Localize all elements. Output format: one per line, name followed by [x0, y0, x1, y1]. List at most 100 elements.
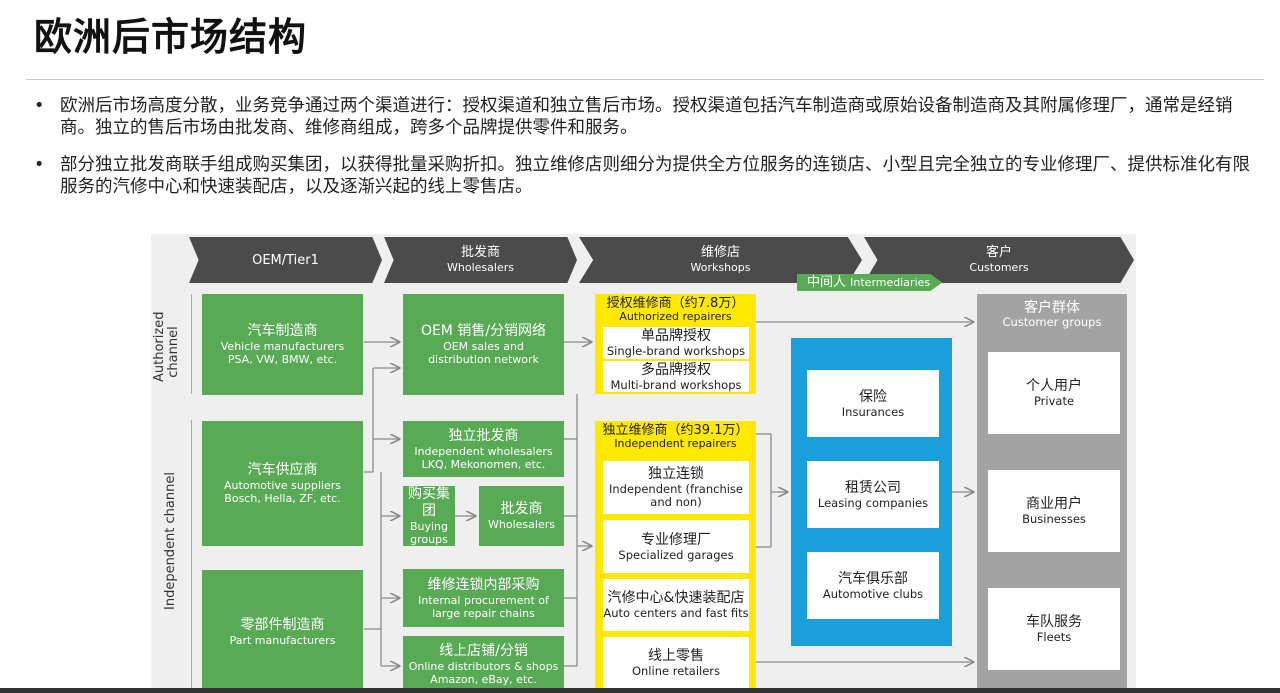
- indep-head-zh: 独立维修商（约39.1万）: [602, 423, 749, 438]
- indep-wh-zh: 独立批发商: [448, 427, 519, 444]
- indep-wh-examples: LKQ, Mekonomen, etc.: [421, 457, 546, 471]
- internal-en2: large repair chains: [432, 606, 535, 620]
- multi-brand-box: 多品牌授权 Multi-brand workshops: [603, 361, 749, 392]
- internal-zh: 维修连锁内部采购: [427, 576, 540, 593]
- online-dist-en: Online distributors & shops: [408, 660, 559, 673]
- spec-zh: 专业修理厂: [641, 531, 711, 548]
- businesses-box: 商业用户 Businesses: [988, 470, 1120, 552]
- retail-zh: 线上零售: [648, 648, 704, 664]
- wholesalers-sub-box: 批发商 Wholesalers: [479, 486, 564, 546]
- independent-chain-box: 独立连锁 Independent (franchise and non): [603, 461, 749, 514]
- header-workshops: 维修店 Workshops: [579, 237, 862, 283]
- online-dist-examples: Amazon, eBay, etc.: [430, 673, 537, 686]
- chain-en1: Independent (franchise: [608, 482, 744, 496]
- vehicle-en: Vehicle manufacturers: [220, 340, 345, 353]
- single-zh: 单品牌授权: [641, 328, 711, 344]
- bullet-1-text: 欧洲后市场高度分散，业务竞争通过两个渠道进行：授权渠道和独立售后市场。授权渠道包…: [60, 96, 1233, 138]
- automotive-suppliers-box: 汽车供应商 Automotive suppliers Bosch, Hella,…: [202, 421, 363, 546]
- multi-zh: 多品牌授权: [641, 361, 711, 378]
- page-title: 欧洲后市场结构: [34, 15, 308, 59]
- bullet-1: • 欧洲后市场高度分散，业务竞争通过两个渠道进行：授权渠道和独立售后市场。授权渠…: [34, 95, 1250, 139]
- header-oem-label: OEM/Tier1: [252, 252, 319, 268]
- intermediaries-zh: 中间人: [807, 275, 847, 290]
- wh-sub-en: Wholesalers: [488, 518, 555, 531]
- auto-clubs-box: 汽车俱乐部 Automotive clubs: [807, 552, 939, 619]
- independent-divider: [191, 420, 192, 693]
- header-oem: OEM/Tier1: [189, 237, 382, 283]
- auto-en: Auto centers and fast fits: [603, 606, 749, 620]
- vehicle-zh: 汽车制造商: [247, 323, 318, 339]
- auto-zh: 汽修中心&快速装配店: [607, 590, 745, 606]
- customer-groups-zh: 客户群体: [1024, 300, 1080, 316]
- chain-zh: 独立连锁: [648, 466, 704, 482]
- lease-en: Leasing companies: [817, 495, 929, 510]
- online-dist-zh: 线上店铺/分销: [439, 643, 528, 659]
- lease-zh: 租赁公司: [845, 479, 901, 496]
- private-box: 个人用户 Private: [988, 352, 1120, 434]
- auth-head-zh: 授权维修商（约7.8万）: [606, 296, 745, 311]
- ins-en: Insurances: [841, 404, 905, 419]
- label-independent-channel: Independent channel: [163, 466, 178, 616]
- supplier-en: Automotive suppliers: [224, 479, 341, 492]
- online-distributors-box: 线上店铺/分销 Online distributors & shops Amaz…: [403, 636, 564, 693]
- buying-zh: 购买集团: [408, 486, 450, 519]
- private-zh: 个人用户: [1026, 378, 1082, 394]
- aftermarket-diagram: OEM/Tier1 批发商 Wholesalers 维修店 Workshops …: [151, 234, 1136, 693]
- buying-groups-box: 购买集团 Buying groups: [403, 486, 455, 546]
- indep-head-en: Independent repairers: [614, 437, 737, 450]
- club-en: Automotive clubs: [822, 586, 924, 601]
- fleet-zh: 车队服务: [1026, 614, 1082, 630]
- independent-repairers-header: 独立维修商（约39.1万） Independent repairers: [595, 421, 756, 450]
- header-workshops-en: Workshops: [690, 261, 751, 274]
- auth-head-en: Authorized repairers: [619, 310, 732, 323]
- label-authorized-channel: Authorized channel: [152, 311, 181, 388]
- oem-network-en1: OEM sales and: [443, 340, 524, 353]
- indep-wh-en: Independent wholesalers: [414, 444, 553, 458]
- bullet-2-text: 部分独立批发商联手组成购买集团，以获得批量采购折扣。独立维修店则细分为提供全方位…: [60, 155, 1250, 197]
- oem-network-box: OEM 销售/分销网络 OEM sales and distribution n…: [403, 294, 564, 395]
- buying-en2: groups: [410, 533, 448, 546]
- biz-zh: 商业用户: [1026, 496, 1082, 512]
- bullet-dot: •: [34, 96, 45, 116]
- label-authorized-text: Authorized channel: [152, 311, 181, 382]
- parts-zh: 零部件制造商: [240, 616, 325, 633]
- header-customers-en: Customers: [969, 261, 1029, 274]
- vehicle-examples: PSA, VW, BMW, etc.: [227, 353, 338, 366]
- fleets-box: 车队服务 Fleets: [988, 588, 1120, 670]
- independent-wholesalers-box: 独立批发商 Independent wholesalers LKQ, Mekon…: [403, 421, 564, 477]
- vehicle-manufacturers-box: 汽车制造商 Vehicle manufacturers PSA, VW, BMW…: [202, 294, 363, 395]
- authorized-repairers-header: 授权维修商（约7.8万） Authorized repairers: [595, 294, 756, 323]
- private-en: Private: [1033, 394, 1075, 408]
- leasing-box: 租赁公司 Leasing companies: [807, 461, 939, 528]
- header-workshops-zh: 维修店: [700, 245, 740, 260]
- ins-zh: 保险: [859, 388, 887, 405]
- header-wholesalers-en: Wholesalers: [447, 261, 514, 274]
- single-en: Single-brand workshops: [606, 344, 746, 358]
- retail-en: Online retailers: [631, 664, 721, 678]
- intermediaries-en: Intermediaries: [850, 276, 931, 289]
- title-divider: [26, 79, 1264, 80]
- header-customers-zh: 客户: [985, 245, 1012, 260]
- club-zh: 汽车俱乐部: [838, 570, 908, 587]
- supplier-zh: 汽车供应商: [247, 462, 318, 478]
- buying-en1: Buying: [409, 520, 449, 533]
- chain-en2: and non): [650, 495, 702, 509]
- wh-sub-zh: 批发商: [500, 501, 543, 517]
- header-wholesalers: 批发商 Wholesalers: [384, 237, 577, 283]
- biz-en: Businesses: [1022, 512, 1086, 526]
- oem-network-en2: distribution network: [428, 353, 539, 366]
- label-independent-text: Independent channel: [163, 472, 178, 610]
- multi-en: Multi-brand workshops: [610, 377, 742, 392]
- intermediaries-tag: 中间人 Intermediaries: [797, 274, 943, 291]
- internal-en1: Internal procurement of: [418, 593, 549, 607]
- flow-arrows: [364, 234, 1136, 693]
- online-retailers-box: 线上零售 Online retailers: [603, 637, 749, 689]
- single-brand-box: 单品牌授权 Single-brand workshops: [603, 327, 749, 359]
- bottom-bar: [0, 688, 1280, 693]
- supplier-examples: Bosch, Hella, ZF, etc.: [224, 492, 341, 505]
- internal-procurement-box: 维修连锁内部采购 Internal procurement of large r…: [403, 569, 564, 627]
- authorized-divider: [191, 294, 192, 394]
- auto-centers-box: 汽修中心&快速装配店 Auto centers and fast fits: [603, 579, 749, 631]
- insurances-box: 保险 Insurances: [807, 370, 939, 437]
- part-manufacturers-box: 零部件制造商 Part manufacturers: [202, 570, 363, 693]
